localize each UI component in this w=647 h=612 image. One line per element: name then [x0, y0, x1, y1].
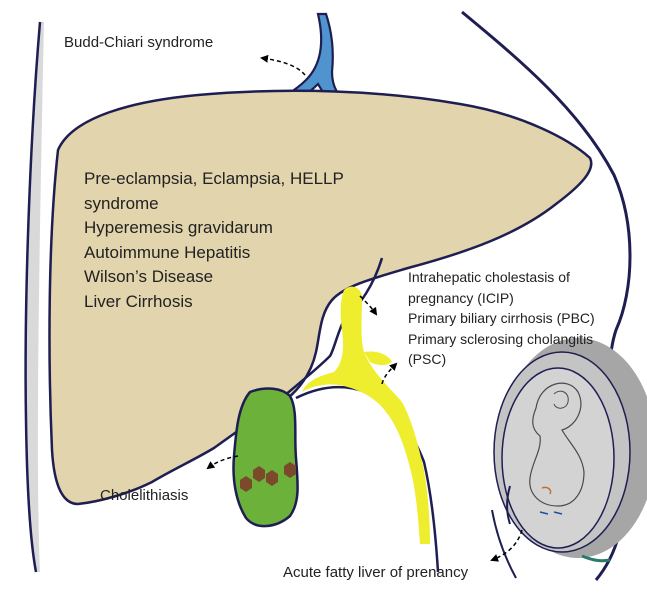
bile-duct-condition-item: (PSC) [408, 349, 595, 370]
label-afld: Acute fatty liver of prenancy [283, 564, 468, 581]
liver-conditions-list: Pre-eclampsia, Eclampsia, HELLP syndrome… [84, 167, 344, 315]
gallbladder [234, 389, 298, 527]
bile-duct-condition-item: Primary biliary cirrhosis (PBC) [408, 308, 595, 329]
liver-condition-item: Wilson’s Disease [84, 265, 344, 290]
liver-condition-item: Hyperemesis gravidarum [84, 216, 344, 241]
liver-condition-item: Liver Cirrhosis [84, 290, 344, 315]
liver-condition-item: Pre-eclampsia, Eclampsia, HELLP [84, 167, 344, 192]
label-cholelithiasis: Cholelithiasis [100, 487, 188, 504]
bile-duct-condition-item: pregnancy (ICIP) [408, 288, 595, 309]
arrow-bile-duct-upper [360, 296, 376, 314]
pregnant-uterus [492, 338, 647, 578]
arrow-budd-chiari [262, 58, 305, 75]
liver-condition-item: Autoimmune Hepatitis [84, 241, 344, 266]
arrow-bile-duct-lower [382, 364, 396, 384]
bile-duct-condition-item: Primary sclerosing cholangitis [408, 329, 595, 350]
bile-duct-conditions-list: Intrahepatic cholestasis of pregnancy (I… [408, 267, 595, 370]
bile-duct-condition-item: Intrahepatic cholestasis of [408, 267, 595, 288]
label-budd-chiari: Budd-Chiari syndrome [64, 34, 213, 51]
arrow-afld [492, 530, 522, 560]
liver-condition-item: syndrome [84, 192, 344, 217]
